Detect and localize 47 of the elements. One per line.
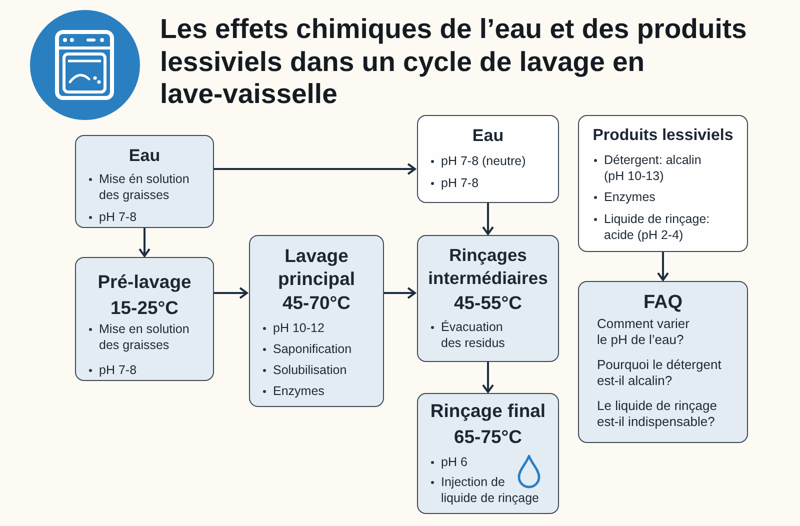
arrow bbox=[657, 252, 669, 281]
bullet-text: Évacuation des residus bbox=[430, 319, 552, 351]
box-heading: Lavage principal bbox=[276, 244, 356, 290]
box-heading: Eau bbox=[471, 125, 505, 147]
question-text: Pourquoi le détergent est-il alcalin? bbox=[596, 357, 722, 389]
bullet-text: pH 7-8 bbox=[88, 209, 201, 225]
bullet-text: Enzymes bbox=[593, 189, 738, 205]
info-box bbox=[578, 115, 748, 252]
title: Les effets chimiques de l’eau et des produits lessiviels dans un cycle de lavage en lave-vaisselle bbox=[160, 13, 748, 110]
process-box bbox=[75, 135, 214, 228]
bullet-text: pH 7-8 bbox=[430, 175, 546, 191]
bullet-text: pH 7-8 bbox=[88, 362, 201, 378]
arrow bbox=[482, 362, 494, 393]
box-heading: FAQ bbox=[642, 291, 684, 315]
temperature: 45-55°C bbox=[452, 291, 524, 315]
info-box bbox=[417, 115, 559, 203]
process-box bbox=[578, 281, 748, 443]
bullet-text: Solubilisation bbox=[262, 362, 371, 378]
arrow bbox=[214, 287, 248, 299]
process-box bbox=[417, 235, 559, 362]
question-text: Comment varier le pH de l’eau? bbox=[596, 316, 690, 348]
temperature: 15-25°C bbox=[109, 296, 180, 320]
bullet-text: pH 7-8 (neutre) bbox=[430, 153, 546, 169]
question-text: Le liquide de rinçage est-il indispensable? bbox=[596, 398, 718, 430]
temperature: 45-70°C bbox=[281, 291, 352, 315]
process-box bbox=[249, 235, 384, 407]
arrow bbox=[384, 287, 416, 299]
arrow bbox=[138, 228, 150, 257]
box-heading: Produits lessiviels bbox=[592, 126, 734, 146]
bullet-text: Saponification bbox=[262, 341, 371, 357]
arrow bbox=[214, 163, 416, 175]
bullet-text: pH 10-12 bbox=[262, 320, 371, 336]
box-heading: Eau bbox=[128, 145, 162, 167]
box-heading: Rinçages intermédiaires bbox=[427, 244, 549, 290]
box-heading: Rinçage final bbox=[430, 399, 546, 423]
bullet-text: Injection de liquide de rinçage bbox=[430, 474, 546, 506]
temperature: 65-75°C bbox=[452, 425, 524, 449]
bullet-text: Liquide de rinçage: acide (pH 2-4) bbox=[593, 211, 738, 243]
arrow bbox=[482, 203, 494, 235]
bullet-text: pH 6 bbox=[430, 454, 546, 470]
bullet-text: Mise én solution des graisses bbox=[88, 171, 201, 203]
bullet-text: Détergent: alcalin (pH 10-13) bbox=[593, 152, 738, 184]
bullet-text: Mise en solution des graisses bbox=[88, 321, 201, 353]
bullet-text: Enzymes bbox=[262, 383, 371, 399]
process-box bbox=[417, 393, 559, 514]
box-heading: Pré-lavage bbox=[96, 270, 192, 294]
process-box bbox=[75, 257, 214, 381]
